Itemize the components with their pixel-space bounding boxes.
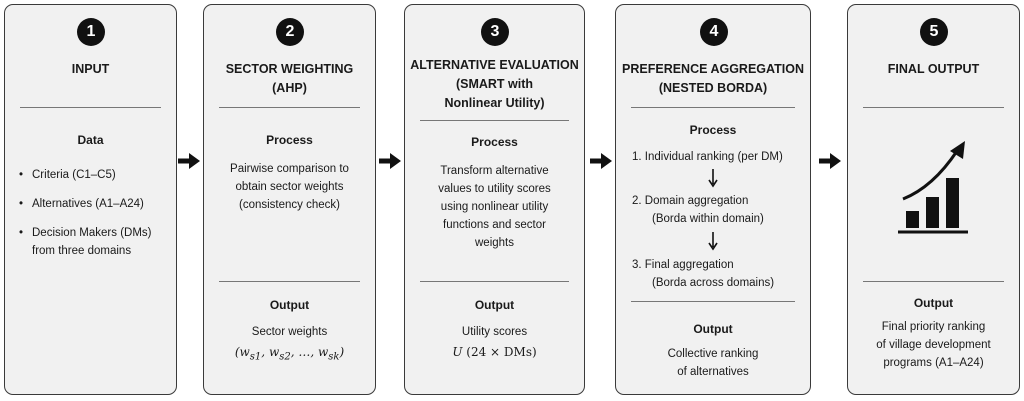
panel-title: SECTOR WEIGHTING (AHP) xyxy=(225,62,354,95)
down-arrow-icon xyxy=(708,232,718,251)
process-step-note: (Borda across domains) xyxy=(652,277,775,289)
divider xyxy=(20,107,161,109)
process-description: Transform alternative values to utility … xyxy=(438,165,551,249)
list-item: Alternatives (A1–A24) xyxy=(19,195,152,213)
panel-title: INPUT xyxy=(71,62,110,76)
panel-final-output: 5 FINAL OUTPUT Output Final priority ran… xyxy=(847,4,1020,395)
divider xyxy=(420,281,569,283)
output-formula: (ws1, ws2, …, wsk) xyxy=(234,345,345,363)
process-step: 1. Individual ranking (per DM) xyxy=(632,151,783,163)
flow-arrow-icon xyxy=(379,153,401,169)
divider xyxy=(631,107,795,109)
process-step: 2. Domain aggregation xyxy=(632,195,749,207)
panel-title: FINAL OUTPUT xyxy=(887,62,980,76)
step-number-badge: 5 xyxy=(920,18,948,46)
divider xyxy=(863,107,1004,109)
panel-sector-weighting: 2 SECTOR WEIGHTING (AHP) Process Pairwis… xyxy=(203,4,376,395)
panel-title: PREFERENCE AGGREGATION (NESTED BORDA) xyxy=(622,62,804,95)
input-list: Criteria (C1–C5) Alternatives (A1–A24) D… xyxy=(19,166,152,260)
process-step: 3. Final aggregation xyxy=(632,259,734,271)
flow-arrow-icon xyxy=(590,153,612,169)
list-item: Criteria (C1–C5) xyxy=(19,166,152,184)
output-description: Collective ranking of alternatives xyxy=(667,348,759,378)
step-number-badge: 2 xyxy=(276,18,304,46)
list-item: Decision Makers (DMs) xyxy=(19,224,152,242)
flow-arrow-icon xyxy=(819,153,841,169)
panel-title: ALTERNATIVE EVALUATION (SMART with Nonli… xyxy=(410,58,579,110)
step-number-badge: 3 xyxy=(481,18,509,46)
panel-alternative-evaluation: 3 ALTERNATIVE EVALUATION (SMART with Non… xyxy=(404,4,585,395)
step-number-badge: 1 xyxy=(77,18,105,46)
growth-chart-icon xyxy=(898,141,968,234)
output-heading: Output xyxy=(913,296,954,310)
process-heading: Process xyxy=(266,133,313,147)
divider xyxy=(219,107,360,109)
divider xyxy=(631,301,795,303)
flow-arrow-icon xyxy=(178,153,200,169)
process-step-note: (Borda within domain) xyxy=(652,213,764,225)
list-item-continuation: from three domains xyxy=(32,245,132,257)
output-description: Utility scores xyxy=(461,326,528,338)
step-number-badge: 4 xyxy=(700,18,728,46)
output-heading: Output xyxy=(474,298,515,312)
output-heading: Output xyxy=(693,322,733,336)
process-description: Pairwise comparison to obtain sector wei… xyxy=(230,163,349,211)
down-arrow-icon xyxy=(708,169,718,188)
divider xyxy=(420,120,569,122)
output-formula: U (24 × DMs) xyxy=(452,345,537,359)
panel-input: 1 INPUT Data Criteria (C1–C5) Alternativ… xyxy=(4,4,177,395)
panel-preference-aggregation: 4 PREFERENCE AGGREGATION (NESTED BORDA) … xyxy=(615,4,811,395)
process-heading: Process xyxy=(471,135,518,149)
divider xyxy=(863,281,1004,283)
divider xyxy=(219,281,360,283)
output-description: Final priority ranking of village develo… xyxy=(876,321,991,369)
data-heading: Data xyxy=(77,133,104,147)
output-description: Sector weights xyxy=(251,326,328,338)
process-heading: Process xyxy=(689,123,737,137)
output-heading: Output xyxy=(269,298,310,312)
